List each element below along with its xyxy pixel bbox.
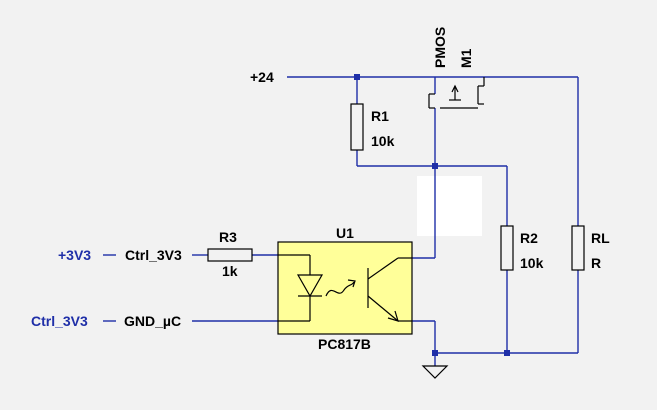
r1-value-label: 10k [371,133,395,149]
resistor-rl[interactable] [571,225,585,271]
u1-ref-label: U1 [336,225,354,241]
junctions [354,74,510,356]
net-label-supply: +24 [250,69,274,85]
r1-ref-label: R1 [371,108,389,124]
wires [103,76,579,366]
r2-value-label: 10k [520,255,544,271]
pmos-m1[interactable] [428,77,485,109]
rl-value-label: R [591,255,601,271]
junction-dot [432,350,438,356]
net-label-input-bottom: Ctrl_3V3 [31,313,88,329]
r3-ref-label: R3 [219,229,237,245]
u1-part-label: PC817B [318,336,371,352]
m1-type-label: PMOS [432,27,448,68]
resistor-r2[interactable] [500,225,514,271]
rl-ref-label: RL [591,230,610,246]
r3-value-label: 1k [222,263,238,279]
net-label-input-top: +3V3 [58,247,91,263]
ground-symbol [421,365,449,379]
r2-ref-label: R2 [520,230,538,246]
junction-dot [504,350,510,356]
junction-dot [432,163,438,169]
resistor-r1[interactable] [350,103,364,151]
optocoupler-u1[interactable] [277,241,413,335]
resistor-r3[interactable] [207,248,253,262]
signal-label-input-bottom: GND_µC [124,313,181,329]
junction-dot [354,74,360,80]
signal-label-input-top: Ctrl_3V3 [125,247,182,263]
highlight-box [417,176,482,236]
m1-ref-label: M1 [458,48,474,68]
